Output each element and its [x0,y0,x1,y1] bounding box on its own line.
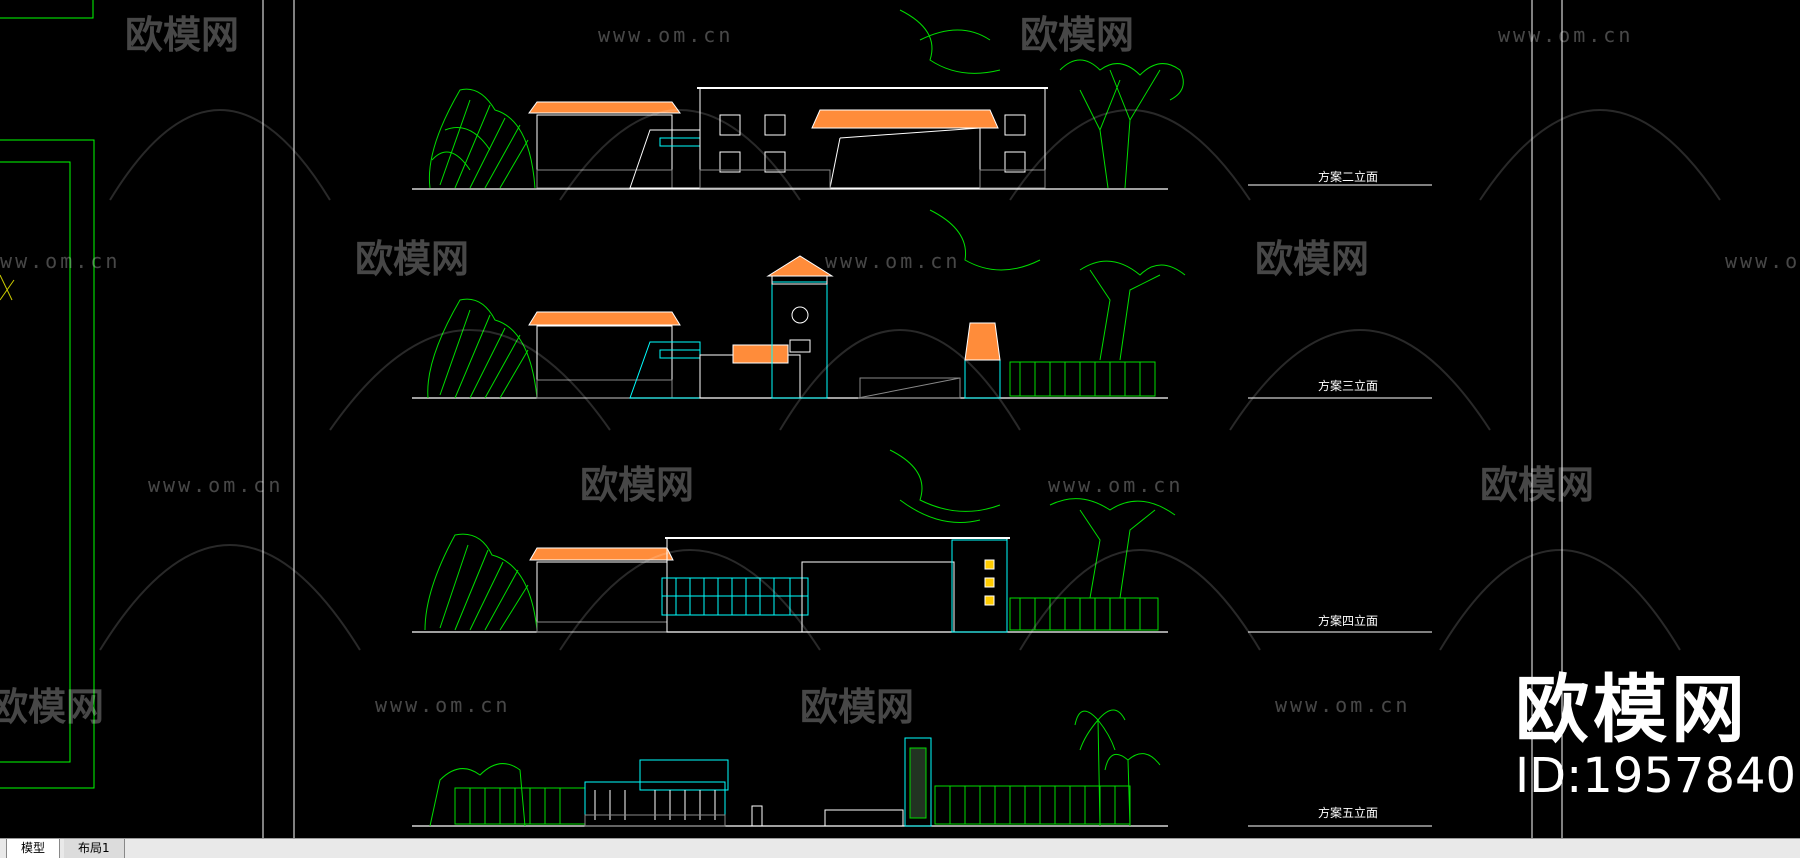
watermark-logo-text: 欧模网 [1255,237,1369,281]
layout-tab-bar: 模型 布局1 [0,838,1800,858]
left-panel-frame [0,0,95,789]
watermark-url: www.om.cn [1275,693,1410,717]
watermark-url: www.om.cn [1498,23,1633,47]
tab-model[interactable]: 模型 [6,839,61,858]
elevation-scheme-5: 方案五立面 [412,709,1432,827]
brand-name: 欧模网 [1515,667,1749,753]
watermark-logo-text: 欧模网 [800,685,914,729]
watermark-url: www.om.cn [1048,473,1183,497]
watermark-logo-text: 欧模网 [125,13,239,57]
brand-watermark: 欧模网 ID:1957840 [1515,670,1796,802]
watermark-url: www.om.cn [375,693,510,717]
drawing-frame [262,0,1563,838]
tab-layout1[interactable]: 布局1 [64,839,125,858]
watermark-layer: 欧模网 欧模网 欧模网 欧模网 欧模网 欧模网 欧模网 欧模网 www.om.c… [0,13,1800,729]
elevation-2-caption: 方案二立面 [1318,169,1378,184]
watermark-logo-text: 欧模网 [580,463,694,507]
watermark-url: www.om.cn [148,473,283,497]
elevation-5-caption: 方案五立面 [1318,805,1378,820]
elevation-scheme-3: 方案三立面 [412,209,1432,399]
watermark-logo-text: 欧模网 [1480,463,1594,507]
elevation-3-caption: 方案三立面 [1318,378,1378,393]
elevation-scheme-2: 方案二立面 [412,9,1432,190]
watermark-url: www.om.cn [1725,249,1800,273]
elevation-4-caption: 方案四立面 [1318,613,1378,628]
watermark-url: www.om.cn [0,249,120,273]
drawing-canvas[interactable]: 方案二立面 方案三立面 [0,0,1800,838]
elevation-scheme-4: 方案四立面 [412,449,1432,633]
watermark-logo-text: 欧模网 [1020,13,1134,57]
watermark-logo-text: 欧模网 [0,685,104,729]
brand-id: ID:1957840 [1515,748,1797,804]
watermark-url: www.om.cn [825,249,960,273]
watermark-url: www.om.cn [598,23,733,47]
watermark-logo-text: 欧模网 [355,237,469,281]
